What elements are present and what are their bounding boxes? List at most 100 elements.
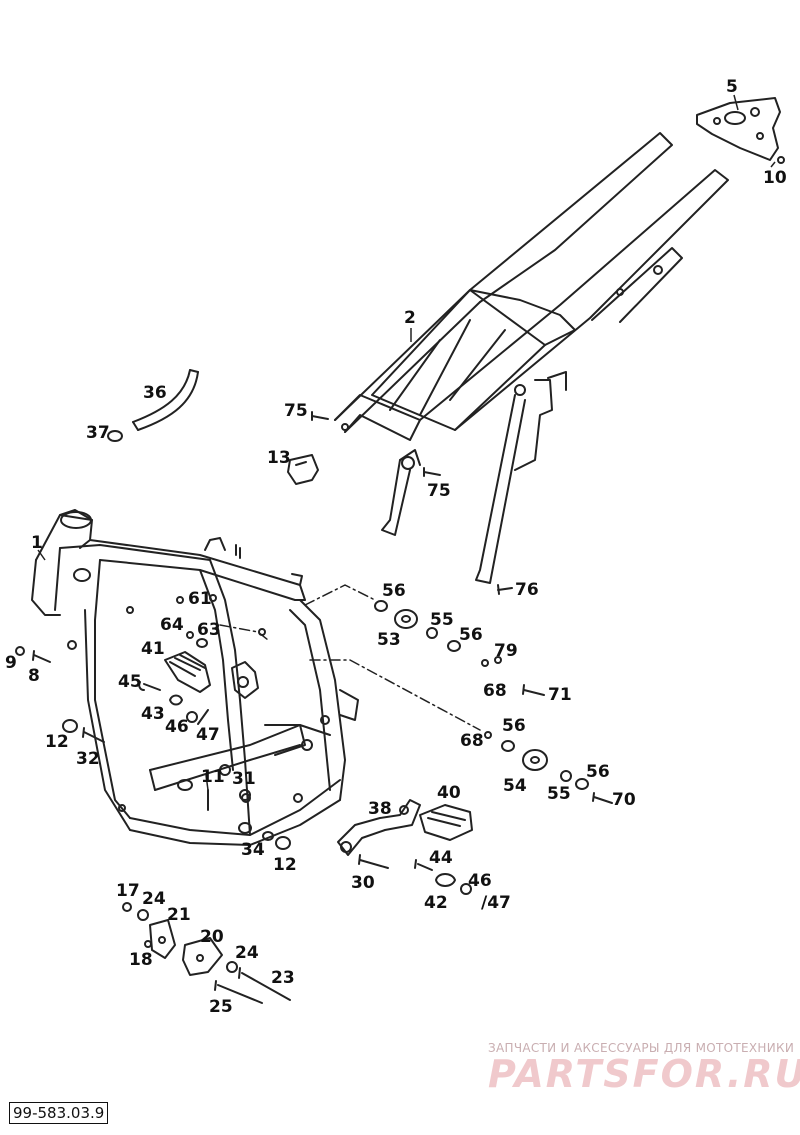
callout-21: 21 [167, 905, 191, 925]
callout-20: 20 [200, 927, 224, 947]
callout-75-upper: 75 [284, 401, 308, 421]
part-31-nut [241, 793, 251, 803]
callout-40: 40 [437, 783, 461, 803]
bolt-75-upper [311, 411, 329, 421]
part-12-bush-lower [275, 836, 291, 850]
part-2-subframe [334, 132, 729, 584]
callout-2: 2 [404, 308, 416, 328]
part-1-main-frame [31, 509, 359, 846]
part-24-washer-a [137, 909, 149, 921]
part-63-bush [196, 638, 208, 648]
callout-56-c: 56 [502, 716, 526, 736]
callout-11: 11 [201, 767, 225, 787]
callout-18: 18 [129, 950, 153, 970]
bolt-76 [497, 584, 513, 595]
part-56-bush-b [447, 640, 461, 652]
part-45-pin [138, 681, 161, 691]
part-46-washer-left [186, 711, 198, 723]
part-23-bolt [238, 967, 291, 1001]
part-55-spacer-b [560, 770, 572, 782]
part-40-footrest [419, 804, 473, 841]
watermark-logo: PARTSFOR.RU [488, 1052, 800, 1096]
callout-55-b: 55 [547, 784, 571, 804]
leader-lines [37, 94, 776, 791]
callout-45: 45 [118, 672, 142, 692]
part-56-bush-c [501, 740, 515, 752]
part-13-block [287, 454, 319, 485]
callout-47-right: /47 [481, 893, 511, 913]
callout-43: 43 [141, 704, 165, 724]
part-79-nut [481, 659, 489, 667]
callout-44: 44 [429, 848, 453, 868]
callout-64: 64 [160, 615, 184, 635]
callout-55-a: 55 [430, 610, 454, 630]
part-5-bracket [696, 97, 785, 164]
part-56-bush-a [374, 600, 388, 612]
part-43-spring [169, 694, 183, 706]
callout-38: 38 [368, 799, 392, 819]
part-25-bolt [214, 980, 263, 1004]
callout-61: 61 [188, 589, 212, 609]
callout-75-lower: 75 [427, 481, 451, 501]
part-24-washer-b [226, 961, 238, 973]
callout-12-left: 12 [45, 732, 69, 752]
part-20-bracket [182, 937, 223, 976]
part-30-bolt [358, 854, 389, 869]
part-21-bracket [149, 919, 176, 959]
part-53-rubber [394, 609, 418, 629]
part-34-washer [262, 831, 274, 841]
part-68-washer-a [494, 656, 502, 664]
callout-68-b: 68 [460, 731, 484, 751]
part-68-washer-b [484, 731, 492, 739]
watermark-tagline: ЗАПЧАСТИ И АКСЕССУАРЫ ДЛЯ МОТОТЕХНИКИ [488, 1041, 795, 1055]
callout-17: 17 [116, 881, 140, 901]
callout-25: 25 [209, 997, 233, 1017]
part-37-clip [107, 430, 123, 442]
callout-30: 30 [351, 873, 375, 893]
part-70-bolt [592, 792, 613, 804]
callout-63: 63 [197, 620, 221, 640]
callout-42: 42 [424, 893, 448, 913]
callout-12-lower: 12 [273, 855, 297, 875]
callout-5: 5 [726, 77, 738, 97]
part-42-spring [435, 873, 456, 887]
callout-46-left: 46 [165, 717, 189, 737]
document-number: 99-583.03.9 [9, 1102, 109, 1124]
callout-31: 31 [232, 769, 256, 789]
callout-9: 9 [5, 653, 17, 673]
part-38-bracket [337, 799, 421, 856]
part-64-washer [186, 631, 194, 639]
callout-24-a: 24 [142, 889, 166, 909]
callout-56-b: 56 [459, 625, 483, 645]
part-12-bush-left [62, 719, 78, 733]
callout-68-a: 68 [483, 681, 507, 701]
part-18-bush [144, 940, 152, 948]
callout-10: 10 [763, 168, 787, 188]
callout-71: 71 [548, 685, 572, 705]
part-71-bolt [522, 684, 545, 696]
callout-70: 70 [612, 790, 636, 810]
part-17-nut [122, 902, 132, 912]
callout-36: 36 [143, 383, 167, 403]
part-56-bush-d [575, 778, 589, 790]
callout-54: 54 [503, 776, 527, 796]
callout-13: 13 [267, 448, 291, 468]
callout-47-left: 47 [196, 725, 220, 745]
callout-56-a: 56 [382, 581, 406, 601]
callout-34: 34 [241, 840, 265, 860]
bolt-75-lower [423, 467, 441, 477]
part-55-spacer-a [426, 627, 438, 639]
callout-32: 32 [76, 749, 100, 769]
callout-1: 1 [31, 533, 43, 553]
callout-8: 8 [28, 666, 40, 686]
callout-41: 41 [141, 639, 165, 659]
part-47-pin-left [197, 709, 209, 725]
assembly-lines [219, 584, 481, 731]
part-9-nut [15, 646, 25, 656]
callout-24-b: 24 [235, 943, 259, 963]
part-32-bolt [82, 727, 105, 743]
part-41-footrest [164, 651, 259, 699]
part-36-hose [132, 369, 199, 431]
callout-53: 53 [377, 630, 401, 650]
